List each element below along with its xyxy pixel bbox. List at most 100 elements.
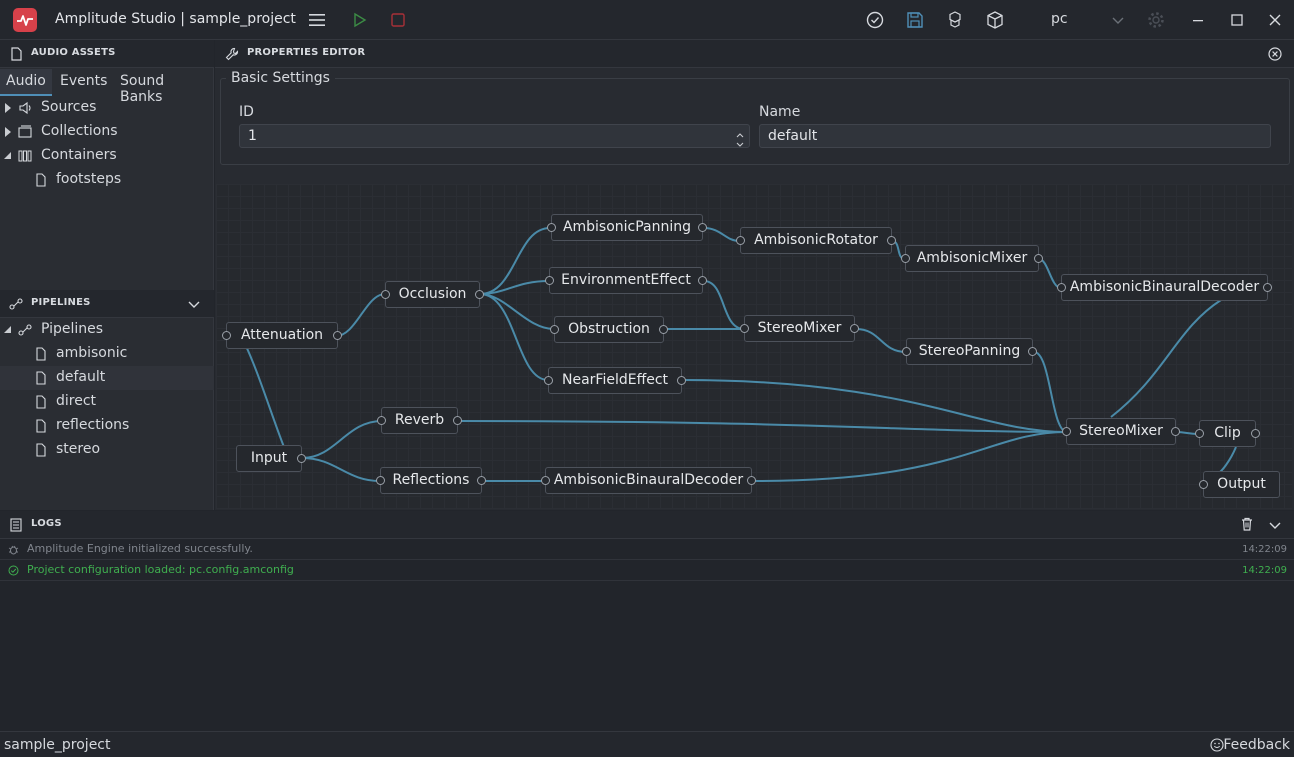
- collapse-arrow-icon[interactable]: [4, 152, 11, 159]
- output-pin[interactable]: [1171, 427, 1180, 436]
- pipeline-item-ambisonic[interactable]: ambisonic: [0, 342, 214, 366]
- node-output[interactable]: Output: [1199, 471, 1280, 498]
- input-pin[interactable]: [377, 416, 386, 425]
- output-pin[interactable]: [677, 376, 686, 385]
- output-pin[interactable]: [659, 325, 668, 334]
- close-window-icon[interactable]: [1265, 10, 1285, 30]
- node-nearfield-effect[interactable]: NearFieldEffect: [544, 367, 686, 394]
- pipeline-item-reflections[interactable]: reflections: [0, 414, 214, 438]
- collapse-arrow-icon[interactable]: [4, 326, 11, 333]
- node-attenuation[interactable]: Attenuation: [222, 322, 342, 349]
- node-obstruction[interactable]: Obstruction: [550, 316, 668, 343]
- feedback-button[interactable]: Feedback: [1223, 737, 1290, 753]
- output-pin[interactable]: [333, 331, 342, 340]
- node-ambisonic-binaural-decoder-1[interactable]: AmbisonicBinauralDecoder: [541, 467, 756, 494]
- output-pin[interactable]: [1028, 347, 1037, 356]
- input-pin[interactable]: [541, 476, 550, 485]
- minimize-icon[interactable]: [1188, 10, 1208, 30]
- basic-settings-group: [220, 78, 1290, 165]
- chevron-down-icon[interactable]: [186, 296, 202, 316]
- output-pin[interactable]: [477, 476, 486, 485]
- tree-item-containers[interactable]: Containers: [0, 144, 214, 168]
- pipeline-item-direct[interactable]: direct: [0, 390, 214, 414]
- pipeline-graph-canvas[interactable]: Attenuation Input Occlusion AmbisonicPan…: [216, 184, 1292, 509]
- output-pin[interactable]: [1034, 254, 1043, 263]
- audio-assets-tabs: Audio Events Sound Banks: [0, 69, 214, 105]
- play-icon[interactable]: [349, 10, 369, 30]
- input-pin[interactable]: [1199, 480, 1208, 489]
- id-spinbox[interactable]: 1: [239, 124, 750, 148]
- input-pin[interactable]: [545, 276, 554, 285]
- tab-audio[interactable]: Audio: [0, 69, 52, 96]
- output-pin[interactable]: [1251, 429, 1260, 438]
- pipeline-item-default[interactable]: default: [0, 366, 214, 390]
- hamburger-menu-icon[interactable]: [307, 10, 327, 30]
- node-reflections[interactable]: Reflections: [376, 467, 486, 494]
- node-ambisonic-binaural-decoder-2[interactable]: AmbisonicBinauralDecoder: [1057, 274, 1272, 301]
- id-label: ID: [239, 104, 254, 120]
- spin-up-icon[interactable]: [735, 127, 745, 143]
- node-reverb[interactable]: Reverb: [377, 407, 462, 434]
- input-pin[interactable]: [740, 324, 749, 333]
- chevron-down-icon[interactable]: [1108, 10, 1128, 30]
- tab-sound-banks[interactable]: Sound Banks: [120, 73, 165, 105]
- link: [479, 293, 555, 330]
- gear-icon[interactable]: [1146, 10, 1166, 30]
- input-pin[interactable]: [222, 331, 231, 340]
- output-pin[interactable]: [453, 416, 462, 425]
- output-pin[interactable]: [747, 476, 756, 485]
- save-icon[interactable]: [905, 10, 925, 30]
- input-pin[interactable]: [381, 290, 390, 299]
- output-pin[interactable]: [475, 290, 484, 299]
- pipeline-icon: [18, 323, 32, 337]
- output-pin[interactable]: [887, 236, 896, 245]
- input-pin[interactable]: [1195, 429, 1204, 438]
- tab-events[interactable]: Events: [60, 73, 108, 89]
- smiley-icon[interactable]: [1210, 738, 1224, 752]
- node-stereo-mixer-1[interactable]: StereoMixer: [740, 315, 859, 342]
- stop-icon[interactable]: [388, 10, 408, 30]
- build-cubes-icon[interactable]: [945, 10, 965, 30]
- output-pin[interactable]: [297, 454, 306, 463]
- input-pin[interactable]: [1057, 283, 1066, 292]
- tree-item-collections[interactable]: Collections: [0, 120, 214, 144]
- node-ambisonic-mixer[interactable]: AmbisonicMixer: [901, 245, 1043, 272]
- input-pin[interactable]: [547, 223, 556, 232]
- output-pin[interactable]: [698, 223, 707, 232]
- input-pin[interactable]: [736, 236, 745, 245]
- pipelines-header[interactable]: PIPELINES: [0, 290, 214, 318]
- spin-down-icon[interactable]: [735, 137, 745, 153]
- chevron-down-icon[interactable]: [1267, 517, 1283, 537]
- file-icon: [34, 371, 48, 385]
- pipeline-item-stereo[interactable]: stereo: [0, 438, 214, 462]
- node-input[interactable]: Input: [236, 445, 306, 472]
- platform-select[interactable]: pc: [1051, 11, 1068, 27]
- check-circle-icon[interactable]: [865, 10, 885, 30]
- output-pin[interactable]: [1263, 283, 1272, 292]
- input-pin[interactable]: [1062, 427, 1071, 436]
- node-occlusion[interactable]: Occlusion: [381, 281, 484, 308]
- node-ambisonic-rotator[interactable]: AmbisonicRotator: [736, 227, 896, 254]
- output-pin[interactable]: [698, 276, 707, 285]
- node-environment-effect[interactable]: EnvironmentEffect: [545, 267, 707, 294]
- input-pin[interactable]: [550, 325, 559, 334]
- node-stereo-panning[interactable]: StereoPanning: [902, 338, 1037, 365]
- input-pin[interactable]: [901, 254, 910, 263]
- node-ambisonic-panning[interactable]: AmbisonicPanning: [547, 214, 707, 241]
- tree-item-footsteps[interactable]: footsteps: [0, 168, 214, 192]
- input-pin[interactable]: [544, 376, 553, 385]
- expand-arrow-icon[interactable]: [5, 103, 11, 113]
- tree-item-sources[interactable]: Sources: [0, 96, 214, 120]
- maximize-icon[interactable]: [1227, 10, 1247, 30]
- node-stereo-mixer-2[interactable]: StereoMixer: [1062, 418, 1180, 445]
- package-cube-icon[interactable]: [985, 10, 1005, 30]
- input-pin[interactable]: [902, 347, 911, 356]
- node-clip[interactable]: Clip: [1195, 420, 1260, 447]
- output-pin[interactable]: [850, 324, 859, 333]
- input-pin[interactable]: [376, 476, 385, 485]
- trash-icon[interactable]: [1239, 516, 1255, 536]
- tree-item-pipelines-root[interactable]: Pipelines: [0, 318, 214, 342]
- name-field[interactable]: default: [759, 124, 1271, 148]
- close-panel-icon[interactable]: [1267, 46, 1283, 66]
- expand-arrow-icon[interactable]: [5, 127, 11, 137]
